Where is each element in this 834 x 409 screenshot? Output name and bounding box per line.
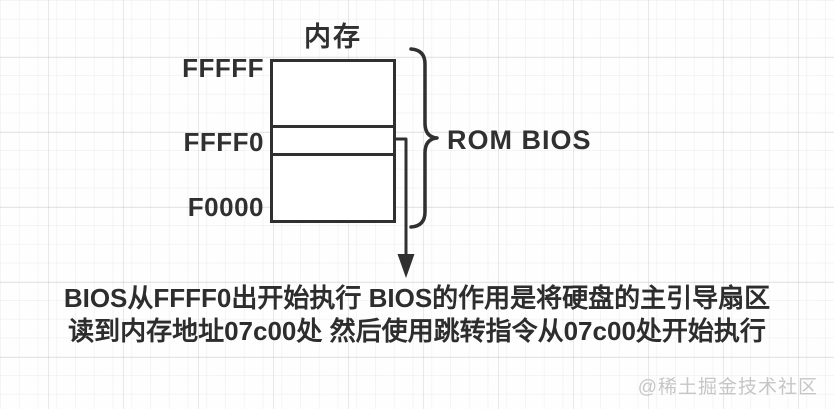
- arrowhead-icon: [397, 254, 415, 278]
- address-label-ffff0: FFFF0: [183, 127, 264, 157]
- rom-bios-label: ROM BIOS: [447, 125, 592, 155]
- caption-line-1: BIOS从FFFF0出开始执行 BIOS的作用是将硬盘的主引导扇区: [63, 283, 771, 313]
- memory-title: 内存: [304, 22, 362, 52]
- watermark-text: @稀土掘金技术社区: [637, 377, 818, 398]
- connector-arrow-line: [394, 137, 408, 258]
- caption-text: BIOS从FFFF0出开始执行 BIOS的作用是将硬盘的主引导扇区 读到内存地址…: [0, 282, 834, 348]
- caption-line-2: 读到内存地址07c00处 然后使用跳转指令从07c00处开始执行: [68, 316, 766, 346]
- memory-box: [270, 59, 396, 223]
- address-label-f0000: F0000: [187, 192, 264, 222]
- memory-divider-top: [273, 125, 393, 128]
- memory-divider-bottom: [273, 153, 393, 156]
- curly-brace: [409, 47, 439, 229]
- address-label-fffff: FFFFF: [182, 53, 264, 83]
